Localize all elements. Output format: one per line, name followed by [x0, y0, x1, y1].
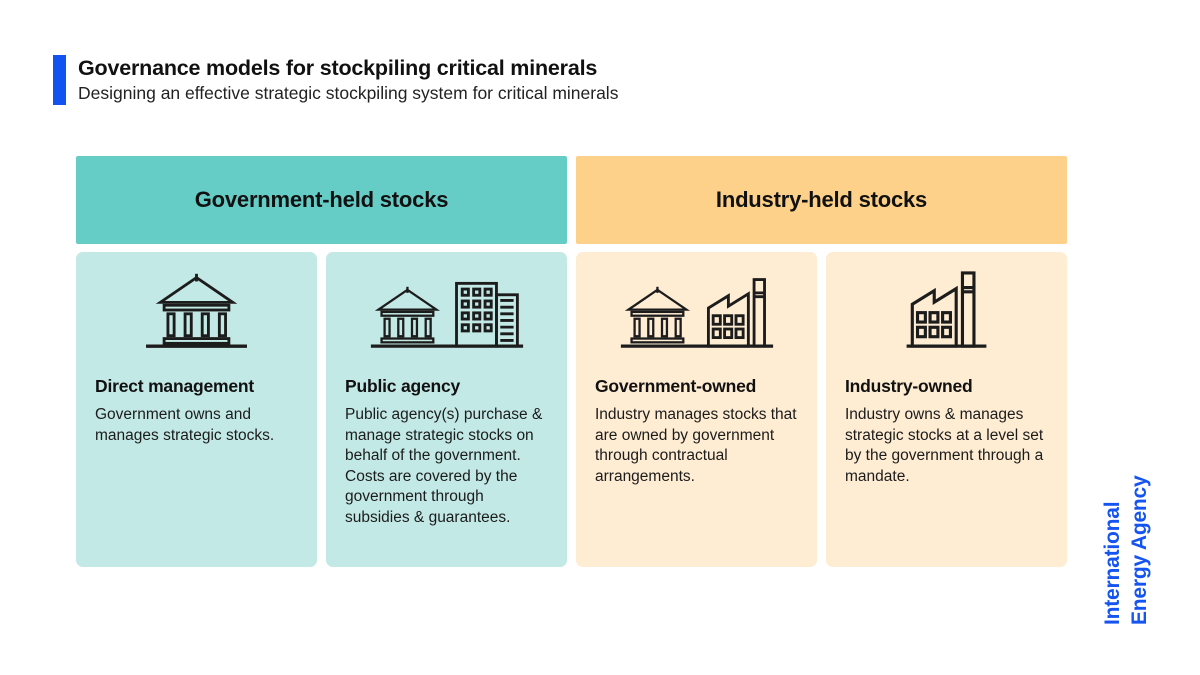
- card-title: Public agency: [345, 376, 461, 396]
- factory-icon: [845, 266, 1048, 350]
- card-title: Government-owned: [595, 376, 757, 396]
- card-direct-management: Direct management Government owns and ma…: [76, 252, 317, 567]
- card-title: Direct management: [95, 376, 255, 396]
- title-block: Governance models for stockpiling critic…: [53, 55, 618, 105]
- governance-models-board: Government-held stocks Industry-held sto…: [76, 156, 1067, 567]
- bank-icon: [95, 266, 298, 350]
- bank-and-factory-icon: [595, 266, 798, 350]
- iea-logo-line1: International: [1101, 501, 1124, 625]
- page-subtitle: Designing an effective strategic stockpi…: [78, 83, 619, 104]
- title-text-group: Governance models for stockpiling critic…: [78, 55, 618, 105]
- iea-logo: International Energy Agency: [1100, 475, 1153, 625]
- card-title: Industry-owned: [845, 376, 973, 396]
- card-body: Industry manages stocks that are owned b…: [595, 406, 797, 485]
- model-cards-row: Direct management Government owns and ma…: [76, 252, 1067, 567]
- card-government-owned: Government-owned Industry manages stocks…: [576, 252, 817, 567]
- card-industry-owned: Industry-owned Industry owns & manages s…: [826, 252, 1067, 567]
- group-header-row: Government-held stocks Industry-held sto…: [76, 156, 1067, 244]
- card-body: Public agency(s) purchase & manage strat…: [345, 406, 543, 527]
- iea-logo-line2: Energy Agency: [1127, 475, 1151, 625]
- title-accent-bar: [53, 55, 66, 105]
- page-title: Governance models for stockpiling critic…: [78, 56, 598, 80]
- card-public-agency: Public agency Public agency(s) purchase …: [326, 252, 567, 567]
- bank-and-office-icon: [345, 266, 548, 350]
- card-body: Government owns and manages strategic st…: [95, 406, 275, 444]
- card-body: Industry owns & manages strategic stocks…: [845, 406, 1044, 485]
- group-header-government-held: Government-held stocks: [76, 156, 567, 244]
- group-header-industry-held: Industry-held stocks: [576, 156, 1067, 244]
